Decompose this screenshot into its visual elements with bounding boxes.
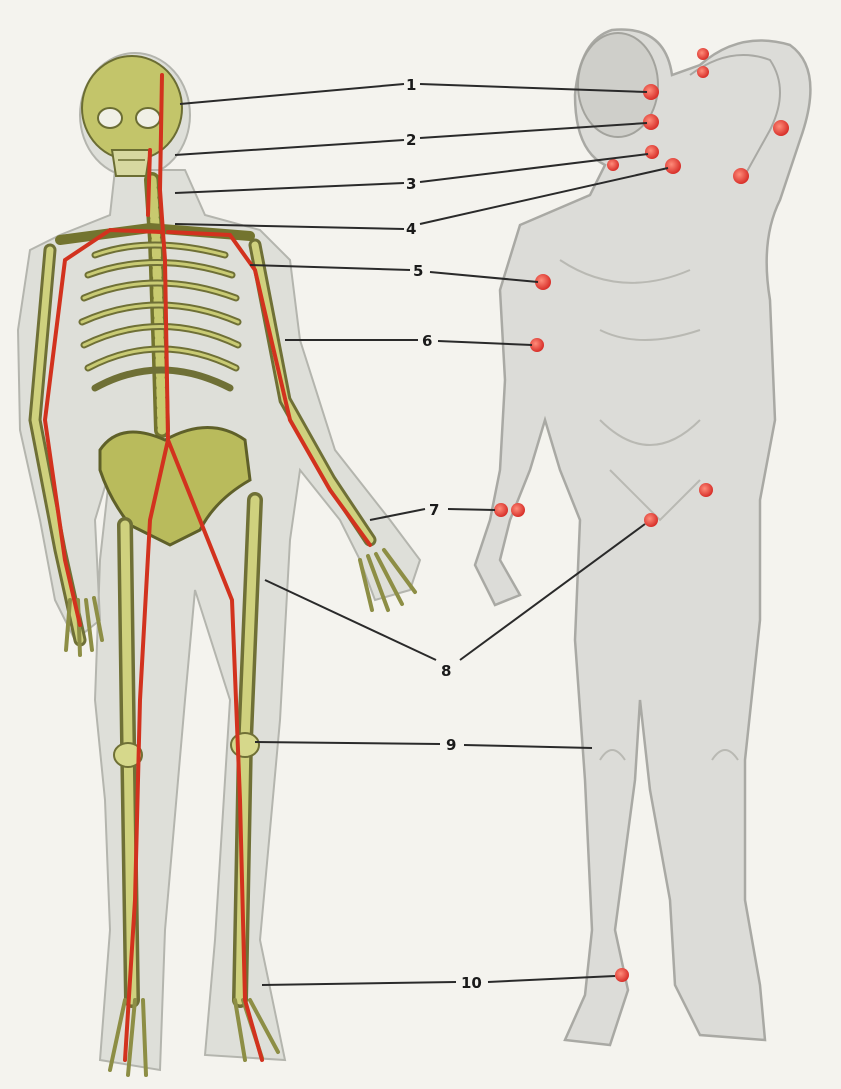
label-10: 10: [461, 974, 482, 992]
pulse-point-brachial: [530, 338, 544, 352]
pulse-point-subclavian: [665, 158, 681, 174]
body-figure: [475, 30, 810, 1045]
pulse-point-radial: [494, 503, 508, 517]
label-2: 2: [406, 131, 416, 149]
pulse-point-head-back-1: [697, 48, 709, 60]
pulse-point-femoral-right: [699, 483, 713, 497]
pulse-point-ankle: [615, 968, 629, 982]
label-1: 1: [406, 76, 416, 94]
pulse-point-carotid: [645, 145, 659, 159]
label-7: 7: [429, 501, 439, 519]
right-knee: [231, 733, 259, 757]
pulse-point-femoral-left: [644, 513, 658, 527]
pulse-point-axillary-right: [733, 168, 749, 184]
label-5: 5: [413, 262, 423, 280]
pulse-point-ulnar: [511, 503, 525, 517]
right-body-silhouette: [475, 30, 810, 1045]
skeleton-figure: [18, 53, 420, 1075]
pulse-point-carotid-2: [607, 159, 619, 171]
label-9: 9: [446, 736, 456, 754]
label-8: 8: [441, 662, 451, 680]
label-3: 3: [406, 175, 416, 193]
pulse-point-arm-upper: [773, 120, 789, 136]
label-4: 4: [406, 220, 416, 238]
pulse-point-facial: [643, 114, 659, 130]
label-6: 6: [422, 332, 432, 350]
pulse-point-head-back-2: [697, 66, 709, 78]
